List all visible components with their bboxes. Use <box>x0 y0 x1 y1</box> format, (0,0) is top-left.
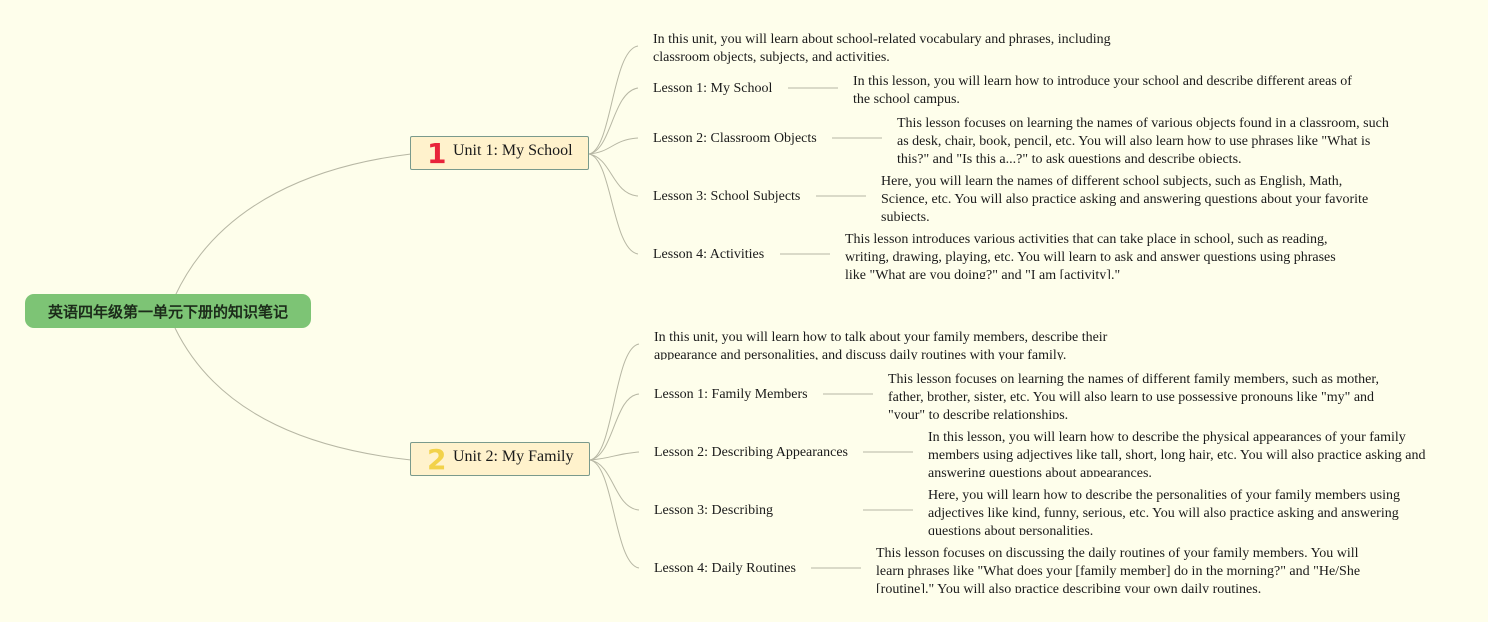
unit-2-lesson-4-detail[interactable]: This lesson focuses on discussing the da… <box>876 546 1361 593</box>
root-topic[interactable]: 英语四年级第一单元下册的知识笔记 <box>25 294 311 328</box>
unit-2-lesson-3-detail[interactable]: Here, you will learn how to describe the… <box>928 488 1400 535</box>
unit-1-lesson-1[interactable]: Lesson 1: My School <box>653 81 773 96</box>
unit-1-summary[interactable]: In this unit, you will learn about schoo… <box>653 32 1111 65</box>
unit-2-number-icon: 2 <box>427 443 447 476</box>
unit-1-title: Unit 1: My School <box>453 142 573 159</box>
unit-2-topic[interactable]: 2 Unit 2: My Family <box>410 442 590 476</box>
unit-1-number-icon: 1 <box>427 137 447 170</box>
root-title: 英语四年级第一单元下册的知识笔记 <box>47 302 288 321</box>
unit-1-lesson-2[interactable]: Lesson 2: Classroom Objects <box>653 131 817 146</box>
unit-1-lesson-4-detail[interactable]: This lesson introduces various activitie… <box>845 232 1336 279</box>
unit-1-lesson-3-detail[interactable]: Here, you will learn the names of differ… <box>881 174 1369 221</box>
unit-1-lesson-4[interactable]: Lesson 4: Activities <box>653 247 765 262</box>
unit-1-topic[interactable]: 1 Unit 1: My School <box>410 136 589 170</box>
unit-1-lesson-3[interactable]: Lesson 3: School Subjects <box>653 189 801 204</box>
unit-2-lesson-1[interactable]: Lesson 1: Family Members <box>654 387 808 402</box>
unit-2-lesson-2-detail[interactable]: In this lesson, you will learn how to de… <box>928 430 1426 477</box>
unit-2-lesson-3[interactable]: Lesson 3: Describing <box>654 503 773 518</box>
unit-2-lesson-4[interactable]: Lesson 4: Daily Routines <box>654 561 796 576</box>
unit-2-lesson-1-detail[interactable]: This lesson focuses on learning the name… <box>888 372 1379 419</box>
unit-2-summary[interactable]: In this unit, you will learn how to talk… <box>654 330 1108 360</box>
unit-1-lesson-2-detail[interactable]: This lesson focuses on learning the name… <box>897 116 1389 163</box>
unit-2-title: Unit 2: My Family <box>453 448 574 465</box>
unit-1-lesson-1-detail[interactable]: In this lesson, you will learn how to in… <box>853 74 1352 107</box>
unit-2-lesson-2[interactable]: Lesson 2: Describing Appearances <box>654 445 848 460</box>
